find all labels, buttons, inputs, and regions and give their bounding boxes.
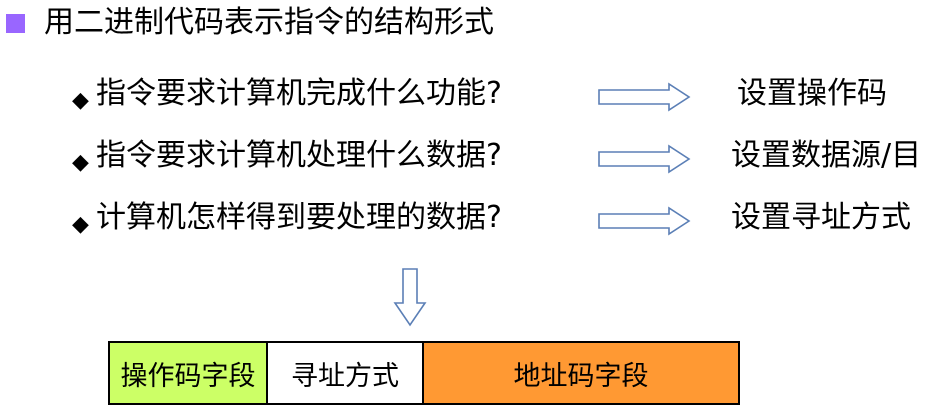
slide-title: 用二进制代码表示指令的结构形式 (44, 5, 494, 40)
answer-text: 设置数据源/目 (731, 138, 922, 173)
question-row: ◆ 指令要求计算机完成什么功能? 设置操作码 (0, 74, 945, 124)
answer-text: 设置寻址方式 (731, 200, 911, 235)
instruction-format-diagram: 操作码字段 寻址方式 地址码字段 (108, 341, 740, 405)
diamond-bullet-icon: ◆ (72, 212, 89, 237)
down-arrow-icon (393, 268, 427, 327)
right-arrow-icon (598, 144, 691, 174)
answer-text: 设置操作码 (737, 76, 887, 111)
address-code-field: 地址码字段 (422, 343, 738, 403)
question-row: ◆ 计算机怎样得到要处理的数据? 设置寻址方式 (0, 198, 945, 248)
diamond-bullet-icon: ◆ (72, 88, 89, 113)
question-text: 指令要求计算机完成什么功能? (96, 76, 502, 111)
question-row: ◆ 指令要求计算机处理什么数据? 设置数据源/目 (0, 136, 945, 186)
right-arrow-icon (598, 82, 691, 112)
addressing-mode-field: 寻址方式 (266, 343, 422, 403)
right-arrow-icon (598, 206, 691, 236)
diamond-bullet-icon: ◆ (72, 150, 89, 175)
question-text: 计算机怎样得到要处理的数据? (96, 200, 502, 235)
square-bullet-icon (6, 14, 25, 33)
opcode-field: 操作码字段 (110, 343, 266, 403)
question-text: 指令要求计算机处理什么数据? (96, 138, 502, 173)
